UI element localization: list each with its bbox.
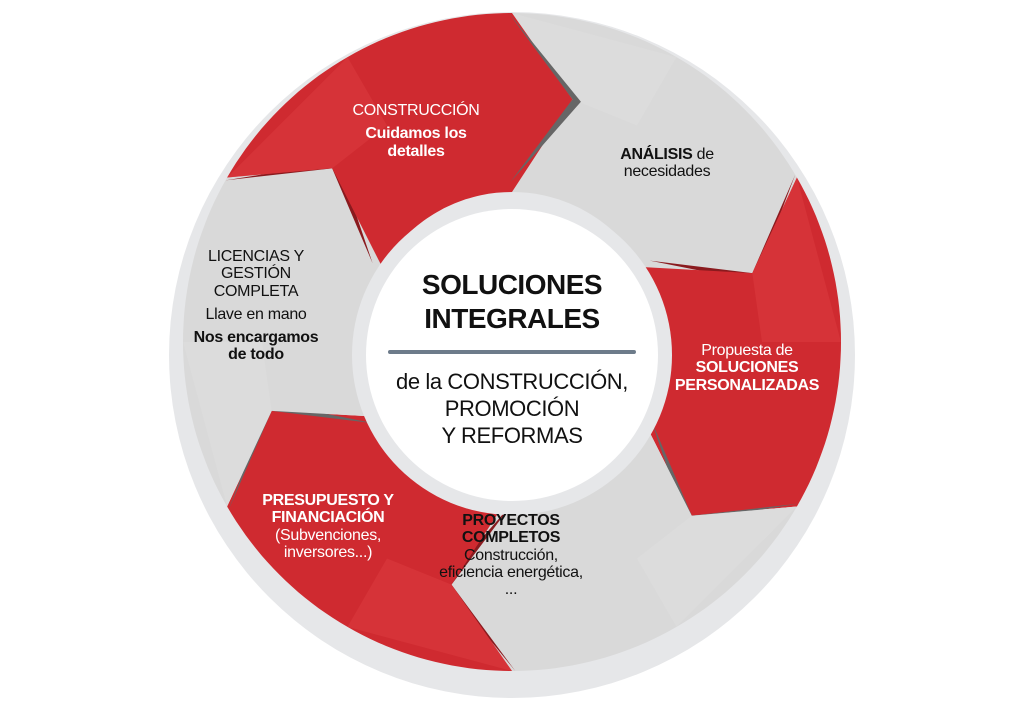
center-circle <box>366 209 658 501</box>
analisis-line2: necesidades <box>623 163 711 181</box>
sub-line2: PROMOCIÓN <box>444 396 580 421</box>
licencias-line1: LICENCIAS Y <box>208 248 304 265</box>
segment-facet <box>183 342 272 507</box>
licencias-line5: Nos encargamos <box>193 329 319 347</box>
licencias-line4: Llave en mano <box>205 305 307 323</box>
title-line2: INTEGRALES <box>424 303 600 334</box>
title-line1: SOLUCIONES <box>421 269 603 300</box>
center-divider <box>388 350 636 354</box>
propuesta-line3: PERSONALIZADAS <box>674 376 820 394</box>
segment-construccion <box>227 13 573 267</box>
propuesta-line1: Propuesta de <box>701 342 793 359</box>
segment-facet <box>752 177 841 342</box>
segment-propuesta-label: Propuesta de SOLUCIONES PERSONALIZADAS <box>674 342 820 394</box>
segment-presupuesto-label: PRESUPUESTO Y FINANCIACIÓN (Subvenciones… <box>262 492 394 561</box>
licencias-line3: COMPLETA <box>213 282 299 300</box>
proyectos-line3: Construcción, <box>464 546 558 564</box>
segment-proyectos-label: PROYECTOS COMPLETOS Construcción, eficie… <box>439 512 583 598</box>
analisis-bold: ANÁLISIS <box>620 146 693 163</box>
segment-facet <box>347 558 512 671</box>
sub-line3: Y REFORMAS <box>441 423 583 448</box>
proyectos-line2: COMPLETOS <box>461 529 561 547</box>
sub-line1: de la CONSTRUCCIÓN, <box>396 369 628 394</box>
segment-facet <box>637 506 797 627</box>
segment-facet <box>227 57 387 178</box>
licencias-line2: GESTIÓN <box>221 265 291 283</box>
proyectos-line1: PROYECTOS <box>462 512 560 529</box>
presupuesto-line4: inversores...) <box>283 543 373 561</box>
construccion-line3: detalles <box>387 142 445 160</box>
center-subtitle: de la CONSTRUCCIÓN, PROMOCIÓN Y REFORMAS <box>396 368 628 449</box>
analisis-rest: de <box>692 146 715 163</box>
construccion-line2: Cuidamos los <box>365 125 467 143</box>
presupuesto-line1: PRESUPUESTO Y <box>262 492 394 509</box>
presupuesto-line2: FINANCIACIÓN <box>271 509 385 527</box>
segment-proyectos <box>451 417 797 671</box>
licencias-line6: de todo <box>228 346 284 364</box>
center-title: SOLUCIONES INTEGRALES <box>421 268 603 336</box>
segment-construccion-label: CONSTRUCCIÓN Cuidamos los detalles <box>352 102 479 160</box>
segment-licencias-label: LICENCIAS Y GESTIÓN COMPLETA Llave en ma… <box>194 248 319 364</box>
presupuesto-line3: (Subvenciones, <box>274 526 382 544</box>
proyectos-line5: ... <box>504 581 518 599</box>
construccion-line1: CONSTRUCCIÓN <box>352 102 480 119</box>
propuesta-line2: SOLUCIONES <box>695 359 799 377</box>
segment-analisis-label: ANÁLISIS de necesidades <box>620 146 714 181</box>
proyectos-line4: eficiencia energética, <box>439 563 583 581</box>
segment-facet <box>512 13 677 126</box>
